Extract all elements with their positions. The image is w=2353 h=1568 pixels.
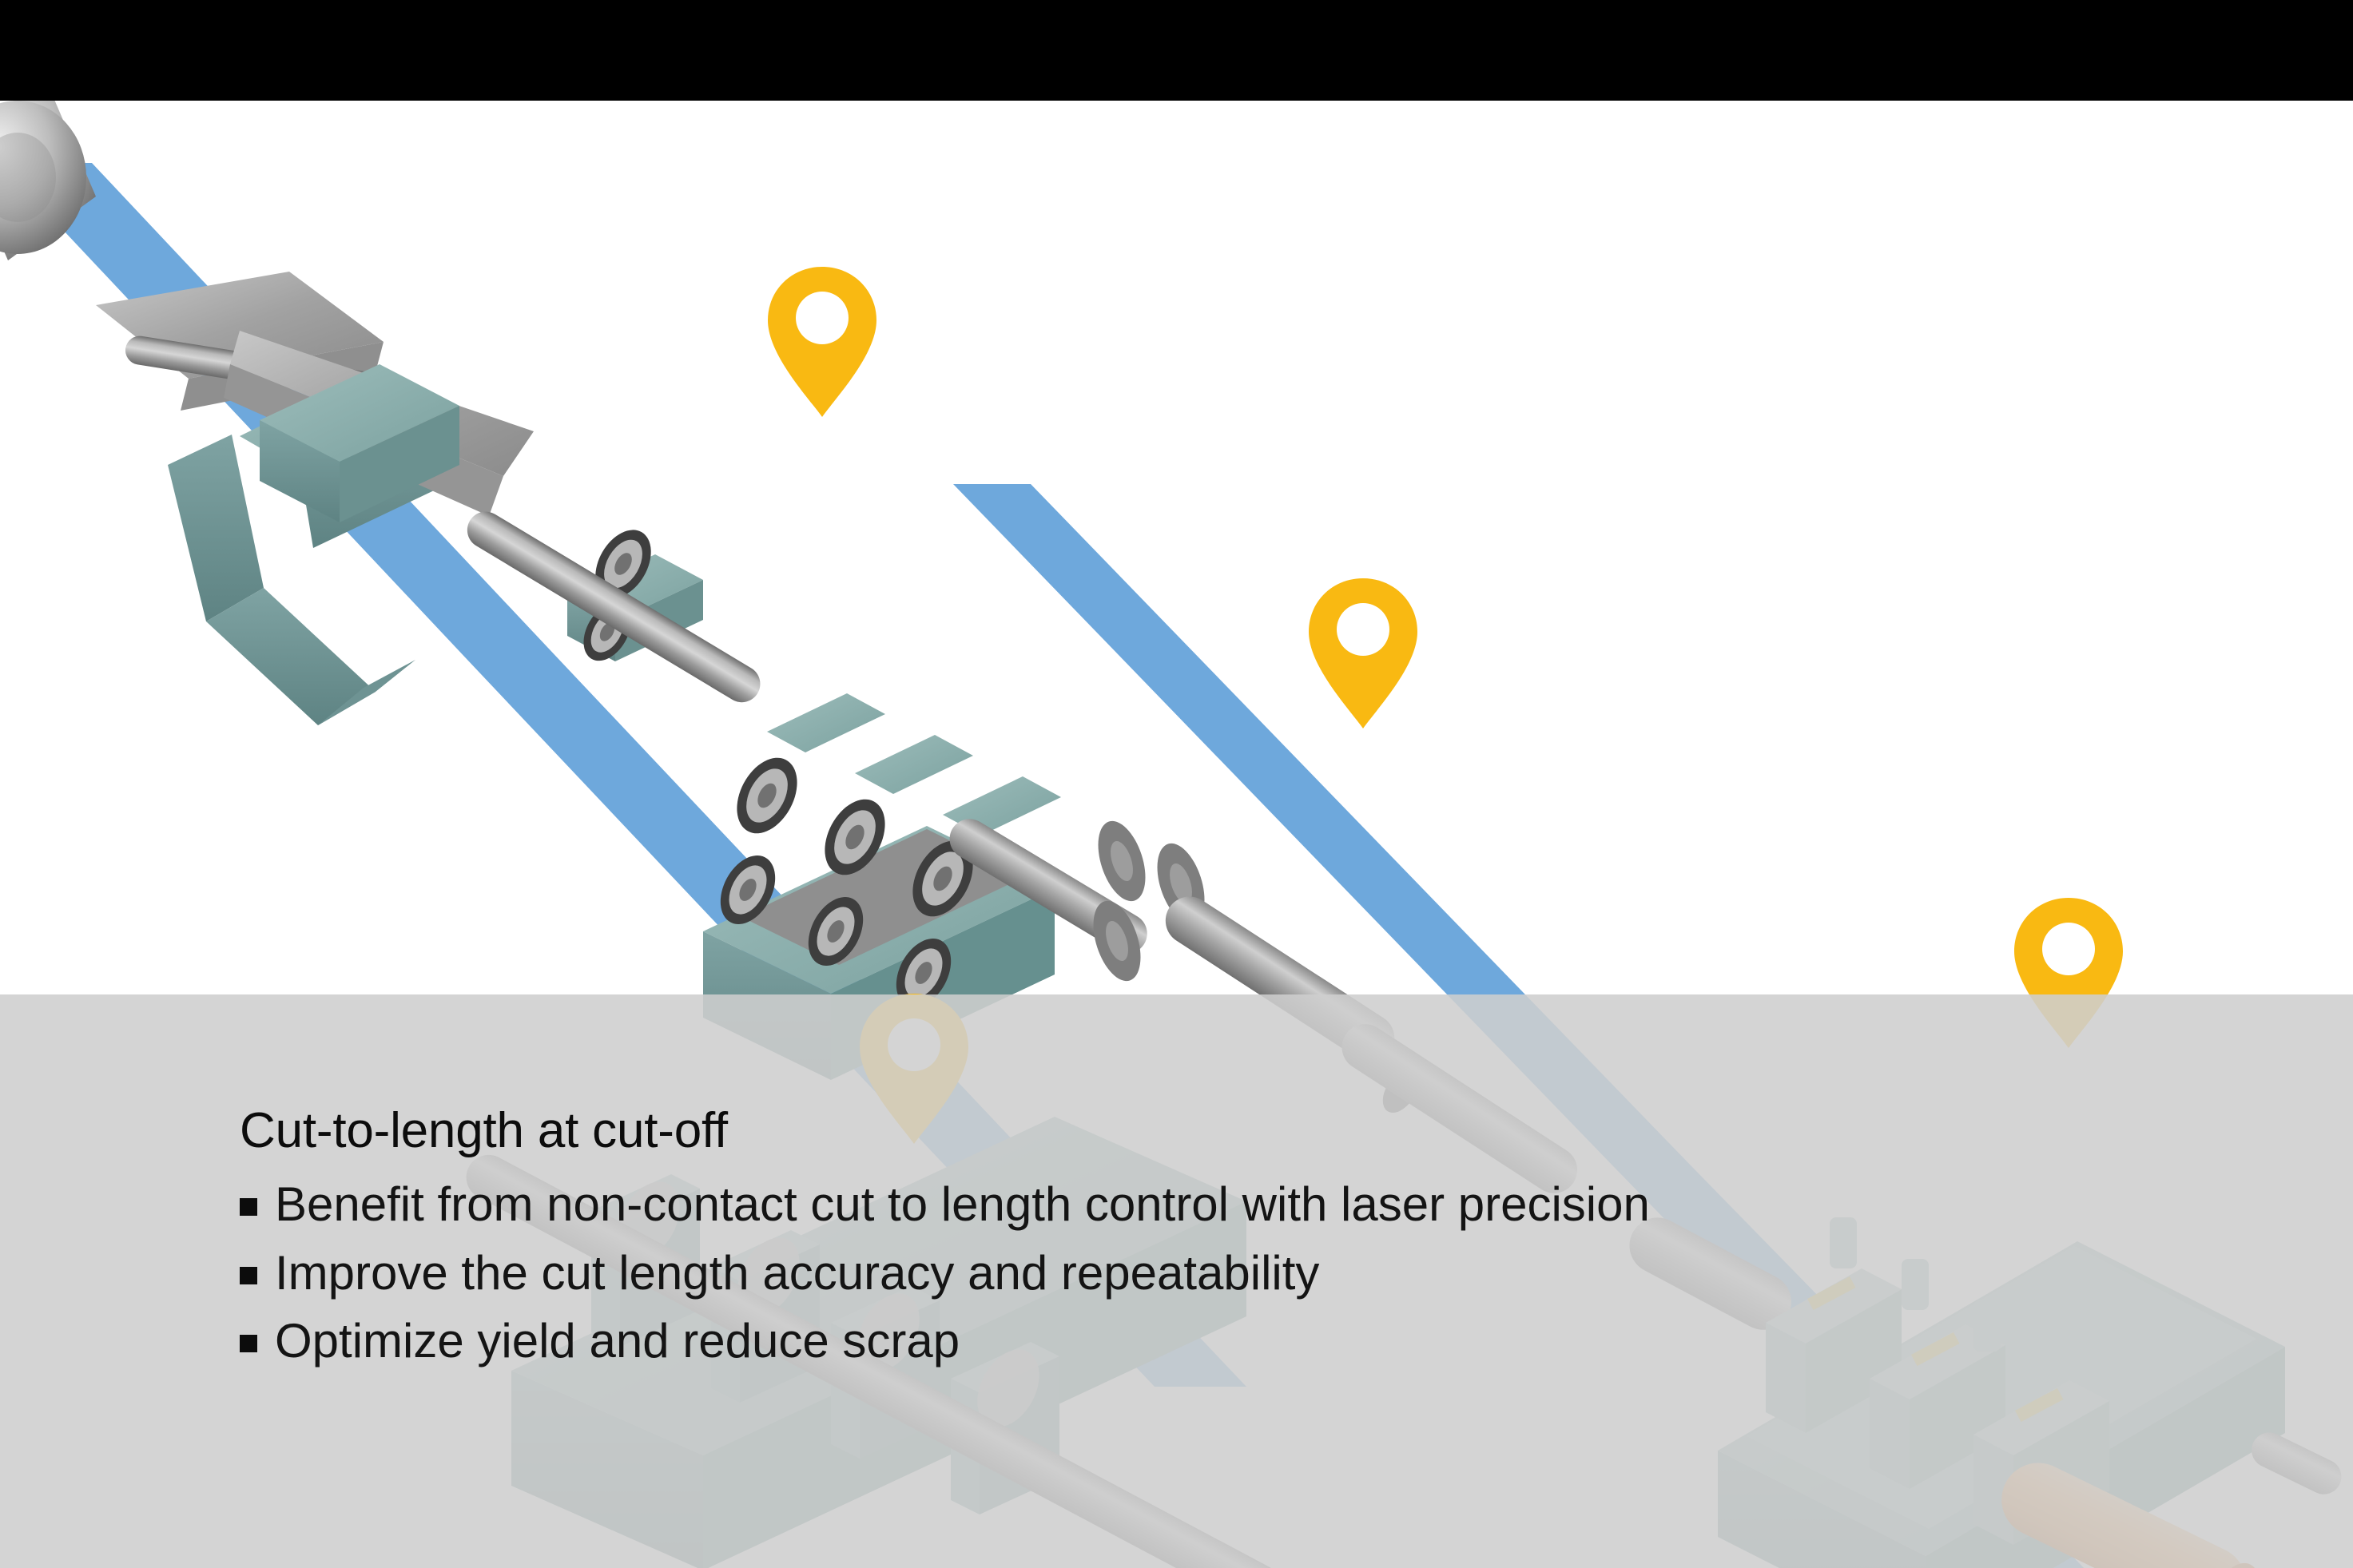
content-overlay-panel [0,994,2353,1568]
bullet-text: Improve the cut length accuracy and repe… [275,1245,1320,1300]
letterbox-bar-top [0,0,2353,101]
list-item: Benefit from non-contact cut to length c… [240,1177,2157,1233]
bullet-square-icon [240,1266,257,1284]
list-item: Optimize yield and reduce scrap [240,1313,2157,1369]
pin-cut-off-icon[interactable] [1304,575,1422,732]
roll-base-block-1 [260,364,459,522]
list-item: Improve the cut length accuracy and repe… [240,1245,2157,1301]
bullet-square-icon [240,1335,257,1353]
bullet-text: Optimize yield and reduce scrap [275,1314,960,1368]
scrap-discs [1093,820,1205,982]
pin-roll-forming-icon[interactable] [763,264,881,420]
benefit-list: Benefit from non-contact cut to length c… [240,1177,2157,1369]
page-title: Cut-to-length at cut-off [240,1103,728,1158]
bullet-text: Benefit from non-contact cut to length c… [275,1177,1650,1231]
steel-coil-end [0,101,96,260]
formed-tube-segment-a [467,511,761,703]
slide-content: Cut-to-length at cut-off Benefit from no… [240,1106,2157,1382]
bullet-square-icon [240,1198,257,1216]
